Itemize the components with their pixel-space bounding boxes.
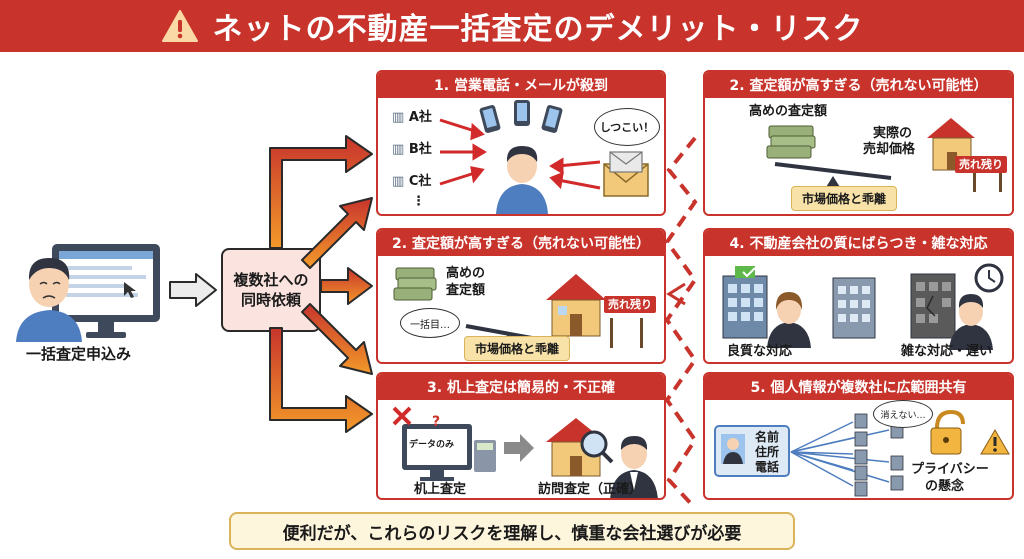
arrow-2 bbox=[301, 197, 373, 269]
data-only-screen: データのみ bbox=[409, 440, 455, 450]
panel-agent-quality: 4. 不動産会社の質にばらつき・雑な対応 bbox=[703, 228, 1014, 364]
good-service-label: 良質な対応 bbox=[727, 344, 793, 359]
arrow-1 bbox=[269, 135, 373, 249]
panel-privacy-title: 5. 個人情報が複数社に広範囲共有 bbox=[705, 374, 1012, 400]
arrow-4 bbox=[301, 303, 373, 375]
company-c: ▥ C社 bbox=[392, 174, 432, 189]
scale-house-illustration-right bbox=[766, 118, 1002, 192]
panel-overprice-right: 2. 査定額が高すぎる（売れない可能性） 高めの査定額 実際の 売却価格 売れ残… bbox=[703, 70, 1014, 216]
company-b: ▥ B社 bbox=[392, 142, 432, 157]
arrow-to-central bbox=[169, 273, 217, 307]
calls-illustration bbox=[439, 100, 649, 214]
high-estimate-label-2: 査定額 bbox=[446, 283, 486, 298]
footer-conclusion: 便利だが、これらのリスクを理解し、慎重な会社選びが必要 bbox=[229, 512, 795, 550]
card-phone: 電話 bbox=[755, 460, 780, 474]
annoyed-speech-bubble: しつこい！ bbox=[594, 108, 660, 146]
panel-overprice-left: 2. 査定額が高すぎる（売れない可能性） 高めの 査定額 一括目… 売れ残り 市… bbox=[376, 228, 666, 364]
privacy-label-2: の懸念 bbox=[925, 479, 965, 494]
cant-erase-bubble: 消えない… bbox=[873, 400, 933, 428]
panel-desk-appraisal: 3. 机上査定は簡易的・不正確 ? bbox=[376, 372, 666, 500]
desk-appraisal-label: 机上査定 bbox=[414, 482, 467, 497]
buildings-illustration bbox=[722, 263, 1004, 350]
actual-price-label-2: 売却価格 bbox=[863, 142, 916, 157]
market-gap-tag-right: 市場価格と乖離 bbox=[791, 186, 898, 211]
estimate-speech-bubble: 一括目… bbox=[400, 308, 460, 338]
unsold-sign: 売れ残り bbox=[604, 296, 656, 314]
multi-company-request-box: 複数社への 同時依頼 bbox=[221, 248, 321, 332]
panel-overprice-right-title: 2. 査定額が高すぎる（売れない可能性） bbox=[705, 72, 1012, 98]
privacy-illustration bbox=[714, 409, 1010, 497]
visit-appraisal-label: 訪問査定（正確） bbox=[538, 482, 643, 497]
panel-privacy: 5. 個人情報が複数社に広範囲共有 bbox=[703, 372, 1014, 500]
card-address: 住所 bbox=[755, 445, 780, 459]
unsold-sign-right: 売れ残り bbox=[955, 156, 1007, 174]
desk-appraisal-illustration bbox=[392, 406, 658, 498]
footer-text: 便利だが、これらのリスクを理解し、慎重な会社選びが必要 bbox=[282, 523, 742, 544]
warning-icon bbox=[161, 10, 198, 42]
high-estimate-label-1: 高めの bbox=[446, 266, 486, 281]
central-line-1: 複数社への bbox=[233, 270, 309, 289]
question-mark: ? bbox=[432, 414, 441, 430]
privacy-label-1: プライバシー bbox=[911, 462, 989, 477]
market-gap-tag: 市場価格と乖離 bbox=[464, 336, 571, 361]
actual-price-label-1: 実際の bbox=[873, 126, 913, 141]
arrow-3 bbox=[320, 267, 373, 305]
page-title: ネットの不動産一括査定のデメリット・リスク bbox=[212, 12, 864, 47]
card-name: 名前 bbox=[755, 430, 780, 444]
panel-sales-calls: 1. 営業電話・メールが殺到 ▥ A社 ▥ B社 ▥ C社 ⋮ bbox=[376, 70, 666, 216]
sloppy-service-label: 雑な対応・遅い bbox=[901, 344, 993, 359]
company-a: ▥ A社 bbox=[392, 110, 432, 125]
central-line-2: 同時依頼 bbox=[240, 291, 301, 309]
company-more: ⋮ bbox=[412, 194, 425, 209]
dashed-connector bbox=[664, 136, 698, 510]
arrow-5 bbox=[269, 327, 373, 433]
panel-agent-quality-title: 4. 不動産会社の質にばらつき・雑な対応 bbox=[705, 230, 1012, 256]
panel-sales-calls-title: 1. 営業電話・メールが殺到 bbox=[378, 72, 664, 98]
high-estimate-label-right: 高めの査定額 bbox=[749, 104, 828, 119]
panel-overprice-left-title: 2. 査定額が高すぎる（売れない可能性） bbox=[378, 230, 664, 256]
user-label: 一括査定申込み bbox=[26, 345, 132, 363]
user-computer-illustration bbox=[16, 244, 160, 342]
panel-desk-appraisal-title: 3. 机上査定は簡易的・不正確 bbox=[378, 374, 664, 400]
header-bar: ネットの不動産一括査定のデメリット・リスク bbox=[0, 0, 1024, 52]
branch-arrows bbox=[269, 135, 373, 433]
